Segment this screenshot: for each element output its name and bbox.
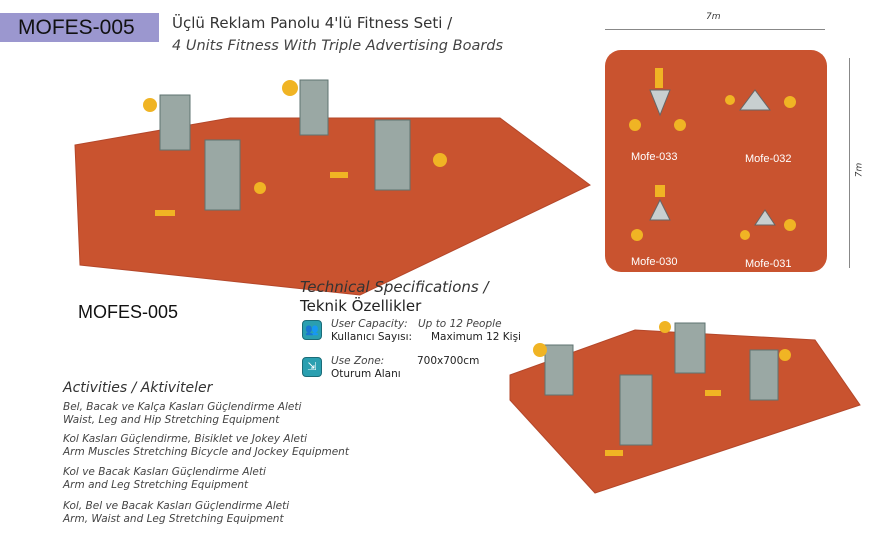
title-turkish: Üçlü Reklam Panolu 4'lü Fitness Seti / [172, 14, 453, 32]
activity-item: Bel, Bacak ve Kalça Kasları Güçlendirme … [63, 401, 301, 427]
activities-heading: Activities / Aktiviteler [63, 380, 213, 396]
render-perspective-1 [74, 79, 591, 296]
zone-label-tr: Oturum Alanı [331, 368, 401, 380]
capacity-value-en: Up to 12 People [418, 318, 502, 330]
capacity-value-tr: Maximum 12 Kişi [431, 331, 521, 343]
title-english: 4 Units Fitness With Triple Advertising … [172, 38, 504, 54]
activity-en: Arm, Waist and Leg Stretching Equipment [63, 513, 284, 525]
activity-item: Kol Kasları Güçlendirme, Bisiklet ve Jok… [63, 433, 349, 459]
zone-label-en: Use Zone: [331, 355, 385, 367]
plan-label-mofe-030: Mofe-030 [631, 256, 678, 268]
specs-heading-en: Technical Specifications / [300, 278, 489, 296]
height-dimension-line [849, 58, 850, 268]
activity-tr: Kol ve Bacak Kasları Güçlendirme Aleti [63, 466, 266, 478]
people-icon: 👥 [302, 320, 322, 340]
plan-label-mofe-033: Mofe-033 [631, 151, 678, 163]
capacity-label-en: User Capacity: [331, 318, 408, 330]
product-code-secondary: MOFES-005 [78, 302, 179, 322]
plan-equipment [629, 68, 796, 241]
activity-en: Arm Muscles Stretching Bicycle and Jocke… [63, 446, 349, 458]
zone-value: 700x700cm [417, 355, 480, 367]
activity-tr: Kol Kasları Güçlendirme, Bisiklet ve Jok… [63, 433, 308, 445]
capacity-label-tr: Kullanıcı Sayısı: [331, 331, 413, 343]
activity-en: Waist, Leg and Hip Stretching Equipment [63, 414, 280, 426]
plan-label-mofe-032: Mofe-032 [745, 153, 792, 165]
width-dimension-line [605, 29, 825, 30]
activity-tr: Kol, Bel ve Bacak Kasları Güçlendirme Al… [63, 500, 290, 512]
activity-tr: Bel, Bacak ve Kalça Kasları Güçlendirme … [63, 401, 302, 413]
plan-height-label: 7m [854, 162, 865, 178]
area-icon: ⇲ [302, 357, 322, 377]
plan-label-mofe-031: Mofe-031 [745, 258, 792, 270]
site-plan: Mofe-033 Mofe-032 Mofe-030 Mofe-031 [605, 50, 827, 272]
specs-heading-tr: Teknik Özellikler [300, 297, 422, 315]
render-perspective-2 [509, 321, 861, 494]
activity-item: Kol, Bel ve Bacak Kasları Güçlendirme Al… [63, 500, 289, 526]
plan-width-label: 7m [706, 12, 721, 22]
product-code-badge: MOFES-005 [0, 13, 159, 42]
activity-en: Arm and Leg Stretching Equipment [63, 479, 249, 491]
